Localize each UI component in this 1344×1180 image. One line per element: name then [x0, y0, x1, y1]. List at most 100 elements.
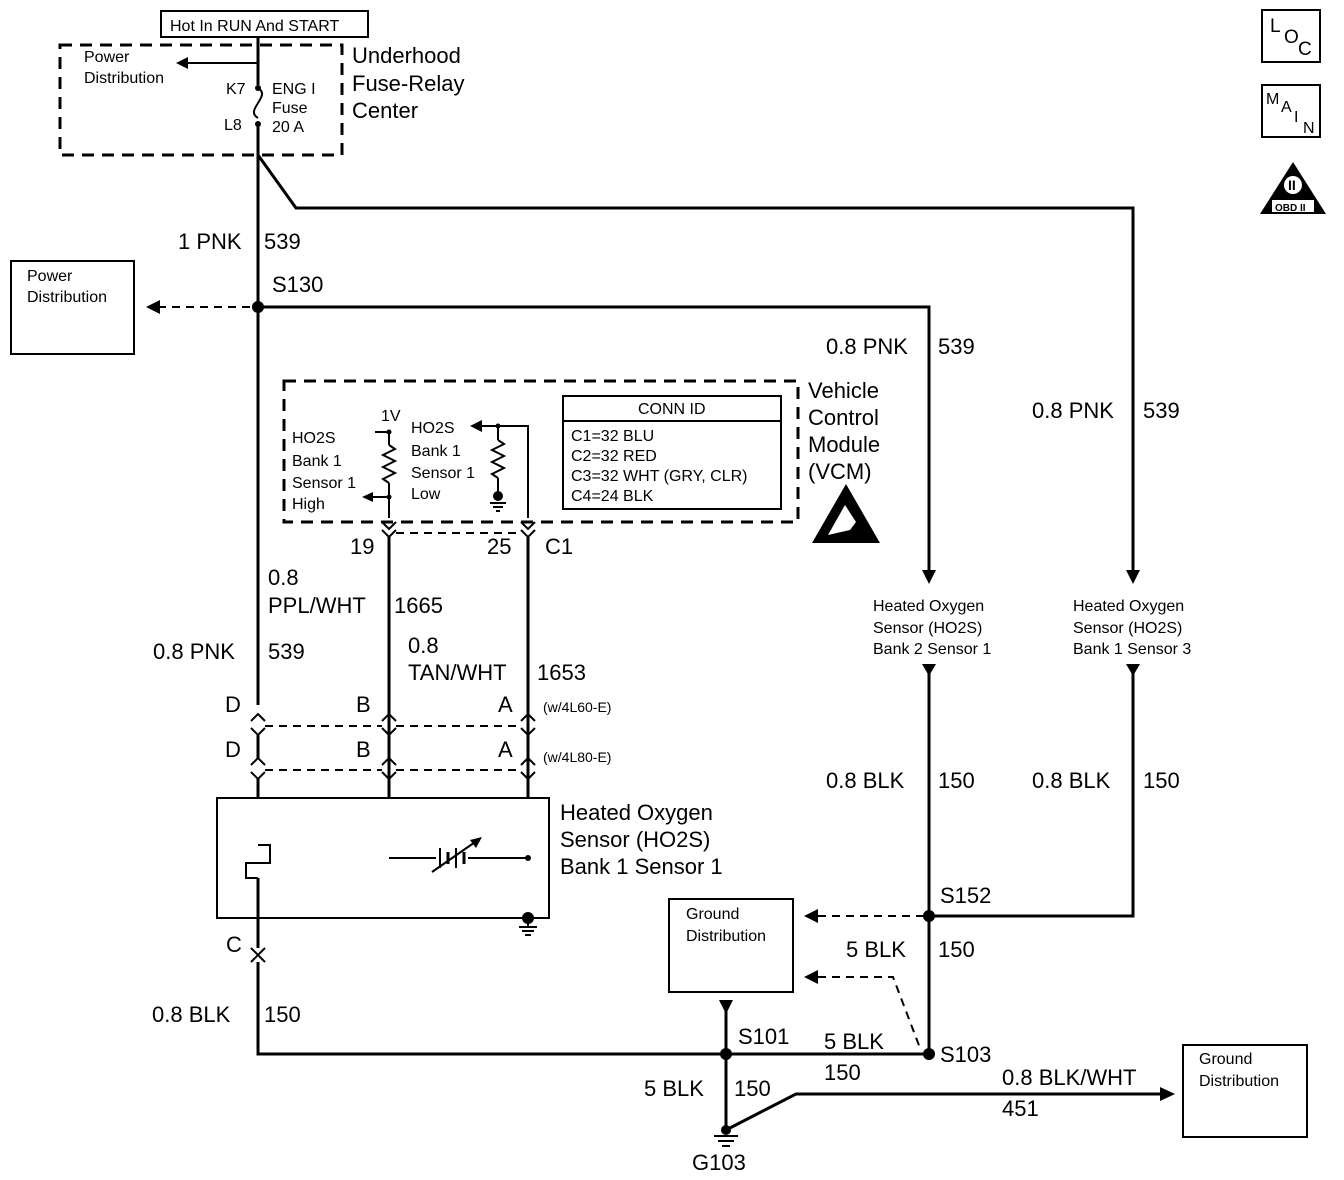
wire-ppl-gauge: 0.8 [268, 565, 299, 590]
wire-539-right [256, 154, 1135, 573]
ground-dist-right-box [1182, 1044, 1308, 1138]
connector-c1: C1 [545, 534, 573, 559]
svg-text:N: N [1303, 120, 1315, 137]
wire-pnk-mid-circuit: 539 [938, 334, 975, 359]
low-wire [482, 425, 529, 518]
wire-tan-color: TAN/WHT [408, 660, 507, 685]
wire-1pnk-color: 1 PNK [178, 229, 242, 254]
vcm-title-2: Control [808, 405, 879, 430]
high-resistor [380, 444, 398, 484]
ho2s-high-2: Bank 1 [292, 453, 342, 470]
ho2s-b1s3-label-2: Sensor (HO2S) [1073, 620, 1182, 637]
conn-id-table [562, 395, 782, 510]
wire-blk-mid-circuit: 150 [938, 768, 975, 793]
ground-dist-arrow-3 [719, 1000, 733, 1014]
svg-text:A: A [1281, 99, 1292, 116]
ho2s-b2s1-label-2: Sensor (HO2S) [873, 620, 982, 637]
ground-g103-label: G103 [692, 1150, 746, 1175]
wire-pnk-right-circuit: 539 [1143, 398, 1180, 423]
conn-w80: (w/4L80-E) [543, 749, 611, 765]
vcm-title-3: Module [808, 432, 880, 457]
wire-blk-left-circuit: 150 [264, 1002, 301, 1027]
fuse-label-1: ENG I [272, 81, 316, 98]
fuse-relay-center-box [58, 43, 344, 157]
conn-c-label: C [226, 932, 242, 957]
wire-ppl-color: PPL/WHT [268, 593, 366, 618]
conn-w60: (w/4L60-E) [543, 699, 611, 715]
wire-blkwht-circuit: 451 [1002, 1096, 1039, 1121]
wire-pnk-right-color: 0.8 PNK [1032, 398, 1114, 423]
power-dist-label-2: Distribution [27, 289, 107, 306]
low-resistor [489, 439, 507, 479]
ground-dist-mid-1: Ground [686, 906, 739, 923]
fuse-block-title-3: Center [352, 98, 418, 123]
conn-b-60: B [356, 692, 371, 717]
c1-pin25-terminal [520, 521, 536, 539]
high-arrow [362, 492, 373, 502]
fuse-symbol [253, 87, 263, 119]
ground-dist-mid-box [668, 898, 794, 993]
hot-label-box [160, 10, 369, 38]
k7-label: K7 [226, 81, 246, 98]
vref-node [386, 429, 392, 435]
esd-sensitive-icon [812, 484, 880, 543]
wire-150-left [256, 962, 929, 1056]
ho2s-high-4: High [292, 496, 325, 513]
wire-blkwht-color: 0.8 BLK/WHT [1002, 1065, 1136, 1090]
wire-blk-left-color: 0.8 BLK [152, 1002, 231, 1027]
ho2s-low-4: Low [411, 486, 441, 503]
fuse-block-title-1: Underhood [352, 43, 461, 68]
arrow-b1s3 [1126, 570, 1140, 584]
arrow-b2s1 [922, 570, 936, 584]
wire-5blk-a-circuit: 150 [938, 937, 975, 962]
conn-a-80: A [498, 737, 513, 762]
low-ground-dot [493, 491, 503, 501]
conn-id-c3: C3=32 WHT (GRY, CLR) [571, 468, 748, 485]
ground-dist-arrow-1 [804, 909, 818, 923]
ho2s-b1s1-label-1: Heated Oxygen [560, 800, 713, 825]
wire-tan-circuit: 1653 [537, 660, 586, 685]
b1s3-ground-pin [1126, 664, 1140, 676]
splice-s130-label: S130 [272, 272, 323, 297]
fuse-power-dist-arrow [176, 57, 188, 69]
conn-d-60: D [225, 692, 241, 717]
power-dist-label-1: Power [27, 268, 73, 285]
vcm-box [282, 379, 800, 524]
wire-pnk-mid-color: 0.8 PNK [826, 334, 908, 359]
ground-dist-right-2: Distribution [1199, 1073, 1279, 1090]
wire-tan-gauge: 0.8 [408, 633, 439, 658]
conn-a-60: A [498, 692, 513, 717]
wire-5blk-a-color: 5 BLK [846, 937, 906, 962]
wire-pnk-left-circuit: 539 [268, 639, 305, 664]
b2s1-ground-pin [922, 664, 936, 676]
pin-19: 19 [350, 534, 374, 559]
c1-pin19-terminal [381, 521, 397, 539]
wire-5blk-b-circuit: 150 [824, 1060, 861, 1085]
svg-text:L: L [1270, 16, 1281, 37]
ho2s-low-2: Bank 1 [411, 443, 461, 460]
wire-5blk-b-color: 5 BLK [824, 1029, 884, 1054]
fuse-label-2: Fuse [272, 100, 308, 117]
low-arrow [470, 420, 482, 432]
splice-s103 [923, 1048, 935, 1060]
fuse-power-dist-2: Distribution [84, 70, 164, 87]
loc-icon[interactable]: L O C [1261, 9, 1321, 63]
ground-dist-link-2 [818, 976, 921, 1049]
ho2s-high-3: Sensor 1 [292, 475, 356, 492]
ho2s-b1s3-label-1: Heated Oxygen [1073, 598, 1184, 615]
ho2s-1v: 1V [381, 408, 401, 425]
conn-id-c1: C1=32 BLU [571, 428, 654, 445]
main-icon[interactable]: M A I N [1261, 84, 1321, 138]
sensor-low-node [525, 855, 531, 861]
obd-ii-icon[interactable]: II OBD II [1260, 162, 1326, 214]
ho2s-b1s3-label-3: Bank 1 Sensor 3 [1073, 641, 1191, 658]
ho2s-b2s1-label-3: Bank 2 Sensor 1 [873, 641, 991, 658]
vcm-title-1: Vehicle [808, 378, 879, 403]
l8-label: L8 [224, 117, 242, 134]
power-dist-arrow [146, 300, 160, 314]
conn-id-c4: C4=24 BLK [571, 488, 654, 505]
wire-5blk-c-circuit: 150 [734, 1076, 771, 1101]
ho2s-b1s1-label-3: Bank 1 Sensor 1 [560, 854, 723, 879]
inline-connector-4l60 [250, 712, 536, 737]
